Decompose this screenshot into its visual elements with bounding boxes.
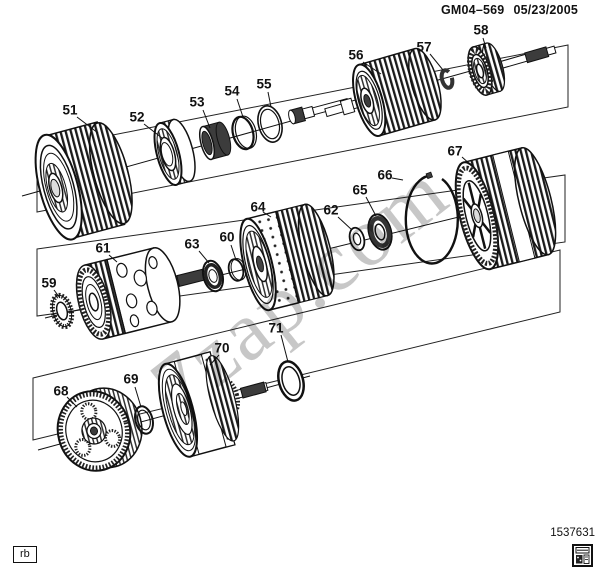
header: GM04–569 05/23/2005: [441, 3, 578, 17]
part-label-71: 71: [268, 321, 284, 336]
part-label-69: 69: [123, 372, 138, 387]
part-63-drawing: [201, 259, 225, 293]
part-label-59: 59: [41, 276, 56, 291]
leader-line-71: [280, 334, 289, 363]
part-label-52: 52: [129, 110, 144, 125]
leader-line-66: [391, 177, 404, 181]
leader-line-69: [134, 386, 142, 408]
frame-box-bottom-row: [32, 249, 561, 441]
part-61-drawing: [75, 247, 206, 340]
part-label-58: 58: [473, 23, 489, 38]
leader-line-67: [461, 156, 473, 167]
leader-line-55: [267, 91, 272, 108]
part-label-53: 53: [189, 95, 205, 110]
part-59-drawing: [49, 292, 75, 330]
author-initials: rb: [20, 548, 30, 560]
leader-line-52: [143, 123, 163, 139]
part-label-68: 68: [53, 384, 69, 399]
part-label-64: 64: [250, 200, 266, 215]
leader-line-60: [230, 244, 237, 261]
leader-line-62: [337, 216, 353, 231]
part-label-60: 60: [219, 230, 234, 245]
part-55-drawing: [257, 105, 283, 143]
frame-box-middle-row: [36, 174, 566, 317]
part-68-drawing: [56, 387, 143, 472]
part-71-drawing: [277, 360, 305, 402]
leader-line-58: [482, 37, 487, 49]
leader-line-65: [365, 196, 377, 217]
part-54-drawing: [231, 115, 258, 151]
part-67-drawing: [454, 146, 557, 271]
author-initials-box: rb: [13, 546, 37, 563]
part-57-drawing: [439, 68, 455, 90]
part-52-drawing: [153, 118, 196, 187]
part-64-drawing: [239, 203, 335, 312]
part-label-63: 63: [184, 237, 200, 252]
figure-number: 1537631: [550, 527, 595, 539]
part-label-70: 70: [214, 341, 229, 356]
leader-line-70: [209, 354, 220, 366]
manual-reference-icon: [572, 544, 593, 567]
leader-line-61: [108, 254, 118, 263]
part-label-65: 65: [352, 183, 368, 198]
leader-line-63: [198, 250, 210, 264]
part-label-51: 51: [62, 103, 78, 118]
part-label-57: 57: [416, 40, 431, 55]
part-51-drawing: [34, 121, 133, 241]
leader-line-57: [429, 53, 444, 71]
part-62-drawing: [348, 226, 366, 252]
part-53-drawing: [198, 121, 232, 161]
part-58-drawing: [466, 42, 557, 96]
catalog-code: GM04–569: [440, 3, 505, 17]
leader-line-54: [236, 98, 244, 118]
leader-line-53: [202, 109, 211, 129]
catalog-date: 05/23/2005: [513, 3, 578, 17]
part-label-67: 67: [447, 144, 462, 159]
leader-line-59: [53, 289, 61, 299]
part-label-55: 55: [256, 77, 272, 92]
part-label-62: 62: [323, 203, 338, 218]
part-70-drawing: [157, 351, 269, 458]
leader-line-68: [66, 396, 78, 408]
part-label-54: 54: [224, 84, 240, 99]
callout-layer: 51 52 53 54 55 56 57 58 59 60 61 62 63 64 65 66 67 68 69 70…: [41, 23, 489, 408]
part-label-61: 61: [95, 241, 111, 256]
leader-line-64: [262, 211, 272, 218]
leader-line-56: [362, 61, 382, 75]
part-label-56: 56: [348, 48, 364, 63]
leader-line-51: [76, 116, 99, 134]
part-56-drawing: [324, 47, 442, 138]
part-label-66: 66: [377, 168, 393, 183]
